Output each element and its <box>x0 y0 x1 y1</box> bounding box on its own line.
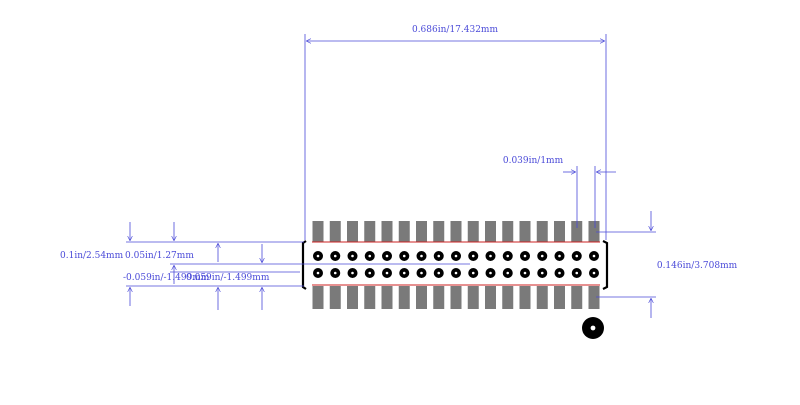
hole-row-top <box>313 251 599 261</box>
hole-top-drill <box>506 254 510 258</box>
top-pad <box>502 221 514 242</box>
top-pad <box>450 221 462 242</box>
hole-bottom-drill <box>489 271 492 275</box>
hole-bottom-drill <box>575 271 579 275</box>
top-pad <box>433 221 445 242</box>
top-pad <box>485 221 496 242</box>
bottom-pad <box>536 286 548 309</box>
bottom-pad <box>416 286 427 309</box>
hole-top-drill <box>420 254 423 258</box>
top-pad <box>329 221 341 242</box>
hole-top-drill <box>333 254 337 258</box>
hole-top-drill <box>489 254 492 258</box>
hole-bottom-drill <box>506 271 510 275</box>
top-pad <box>398 221 410 242</box>
hole-bottom-drill <box>437 271 441 275</box>
bottom-pad <box>347 286 358 309</box>
body-outline-left <box>301 240 307 290</box>
hole-bottom-drill <box>523 271 527 275</box>
hole-top-drill <box>385 254 389 258</box>
pitch-dimension <box>563 166 616 228</box>
top-pad <box>536 221 548 242</box>
bottom-pad <box>398 286 410 309</box>
hole-bottom-drill <box>454 271 458 275</box>
hole-bottom-drill <box>420 271 423 275</box>
hole-top-drill <box>523 254 527 258</box>
bottom-pad <box>329 286 341 309</box>
hole-top-drill <box>368 254 372 258</box>
hole-bottom-drill <box>402 271 406 275</box>
row-pitch-label: 0.1in/2.54mm <box>60 251 124 261</box>
top-pad <box>588 221 600 242</box>
bottom-pad <box>485 286 496 309</box>
height-dimension <box>596 211 656 318</box>
top-pad <box>347 221 358 242</box>
bottom-pad <box>554 286 565 309</box>
top-pad-row <box>312 221 600 242</box>
top-pad <box>381 221 393 242</box>
hole-bottom-drill <box>592 271 596 275</box>
hole-bottom-drill <box>333 271 337 275</box>
top-pad <box>554 221 565 242</box>
width-dimension <box>304 34 607 240</box>
half-pitch-label: 0.05in/1.27mm <box>125 251 194 261</box>
top-pad <box>312 221 324 242</box>
offset-left-label: -0.059in/-1.499mm <box>123 273 210 283</box>
bottom-pad <box>519 286 531 309</box>
height-label: 0.146in/3.708mm <box>657 261 738 271</box>
bottom-pad <box>588 286 600 309</box>
bottom-pad <box>467 286 479 309</box>
bottom-pad <box>571 286 583 309</box>
bottom-pad-row <box>312 286 600 309</box>
hole-top-drill <box>402 254 406 258</box>
hole-top-drill <box>540 254 544 258</box>
hole-bottom-drill <box>368 271 372 275</box>
width-label: 0.686in/17.432mm <box>412 25 498 35</box>
bottom-pad <box>364 286 376 309</box>
bottom-pad <box>433 286 445 309</box>
bottom-pad <box>450 286 462 309</box>
bottom-pad <box>502 286 514 309</box>
hole-top-drill <box>592 254 596 258</box>
offset-right-label: 0.059in/-1.499mm <box>186 273 270 283</box>
hole-top-drill <box>558 254 561 258</box>
top-pad <box>364 221 376 242</box>
hole-top-drill <box>437 254 441 258</box>
hole-row-bottom <box>313 268 599 278</box>
top-pad <box>416 221 427 242</box>
top-pad <box>519 221 531 242</box>
body-outline-right <box>602 240 609 290</box>
bottom-pad <box>381 286 393 309</box>
hole-bottom-drill <box>471 271 475 275</box>
hole-bottom-drill <box>540 271 544 275</box>
hole-top-drill <box>351 254 354 258</box>
hole-bottom-drill <box>385 271 389 275</box>
hole-top-drill <box>471 254 475 258</box>
bottom-pad <box>312 286 324 309</box>
top-pad <box>467 221 479 242</box>
hole-bottom-drill <box>316 271 320 275</box>
hole-top-drill <box>575 254 579 258</box>
hole-bottom-drill <box>558 271 561 275</box>
hole-bottom-drill <box>351 271 354 275</box>
left-dimensions <box>126 222 470 310</box>
pitch-label: 0.039in/1mm <box>503 156 564 166</box>
hole-top-drill <box>316 254 320 258</box>
top-pad <box>571 221 583 242</box>
pin1-marker-dot <box>590 325 596 331</box>
hole-top-drill <box>454 254 458 258</box>
